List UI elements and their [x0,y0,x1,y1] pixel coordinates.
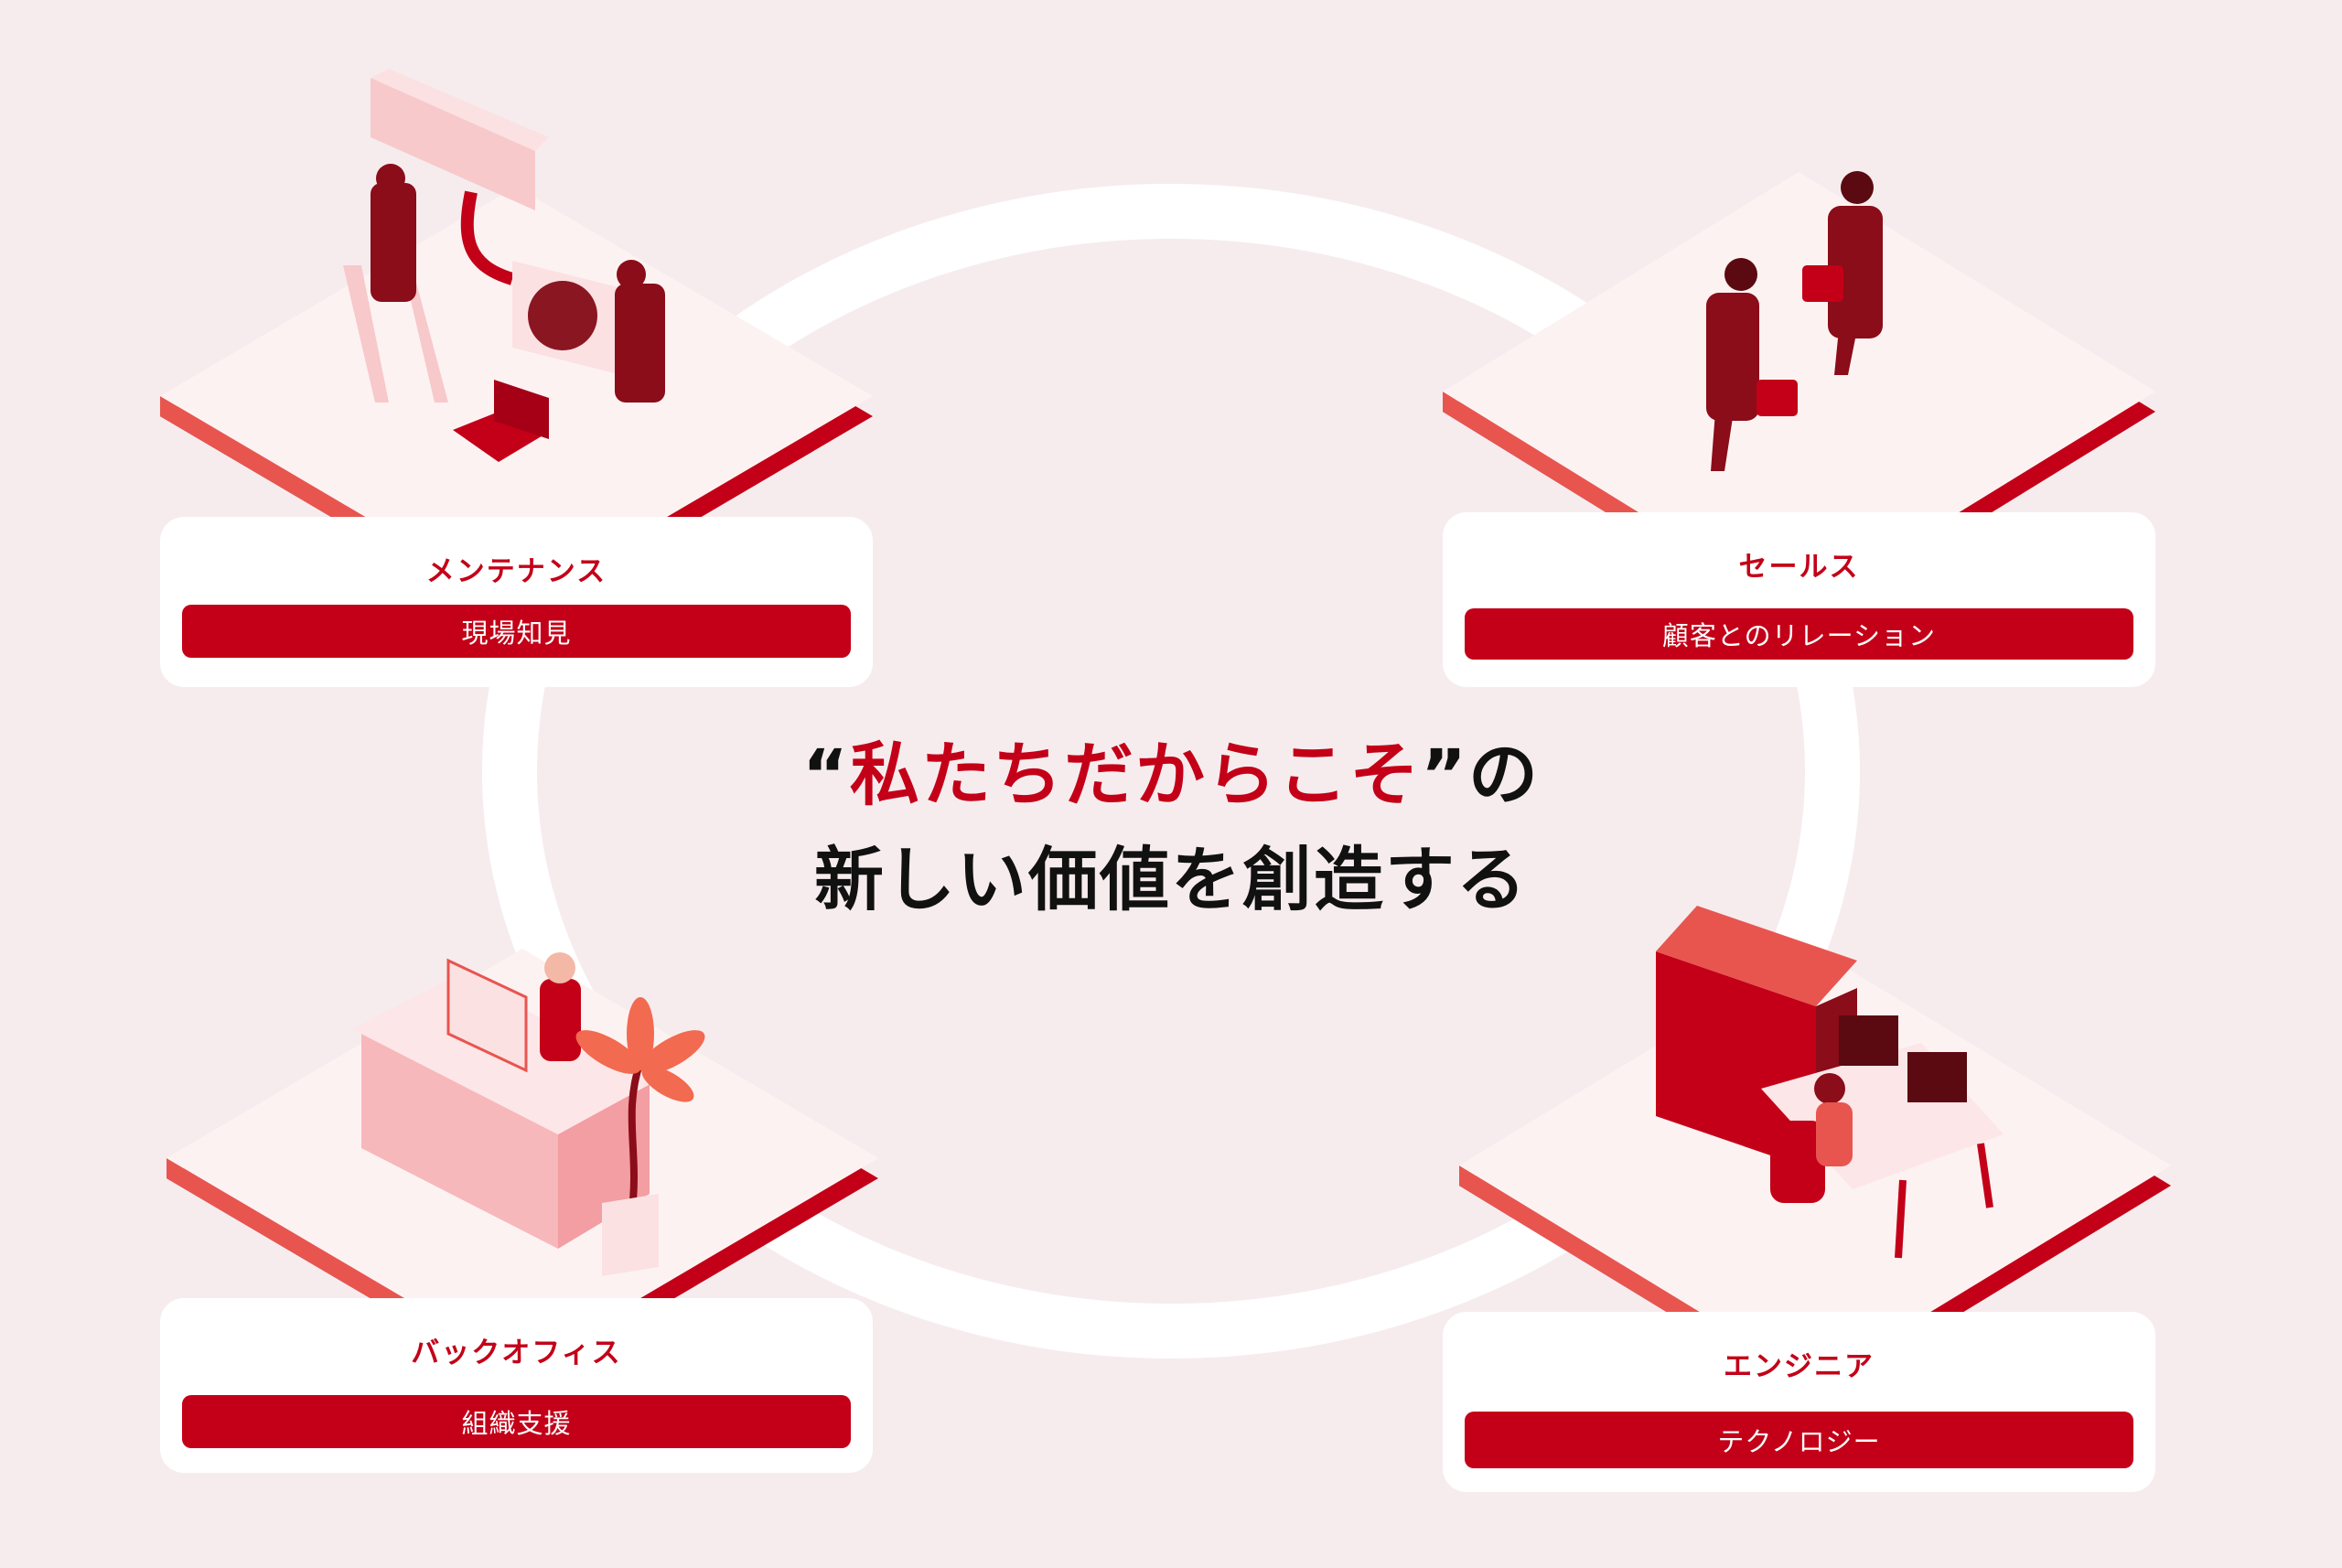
server-workstation-illustration [1656,906,2004,1259]
card-sales: セールス 顧客とのリレーション [1443,512,2155,687]
card-value-bar: 現場知見 [182,605,851,658]
card-backoffice: バックオフィス 組織支援 [160,1298,873,1473]
card-title: バックオフィス [411,1337,622,1369]
card-value-bar: 顧客とのリレーション [1465,608,2133,660]
headline-emphasis: 私たちだからこそ [850,734,1421,815]
cycle-ring [482,184,1860,1359]
quote-open: “ [802,734,850,815]
card-value-bar: テクノロジー [1465,1412,2133,1468]
card-title: セールス [1738,551,1860,584]
headline-line-2: 新しい価値を創造する [814,839,1528,920]
card-engineer: エンジニア テクノロジー [1443,1312,2155,1492]
headline-line-1: “私たちだからこそ”の [0,718,2342,819]
quote-close: ”の [1421,734,1540,815]
card-maintenance: メンテナンス 現場知見 [160,517,873,687]
card-value-bar: 組織支援 [182,1395,851,1448]
card-title: エンジニア [1724,1350,1875,1383]
businesspeople-walking-illustration [1706,171,1883,471]
card-title: メンテナンス [425,555,607,588]
reception-desk-illustration [352,952,705,1276]
air-conditioner-repair-illustration [343,69,665,462]
